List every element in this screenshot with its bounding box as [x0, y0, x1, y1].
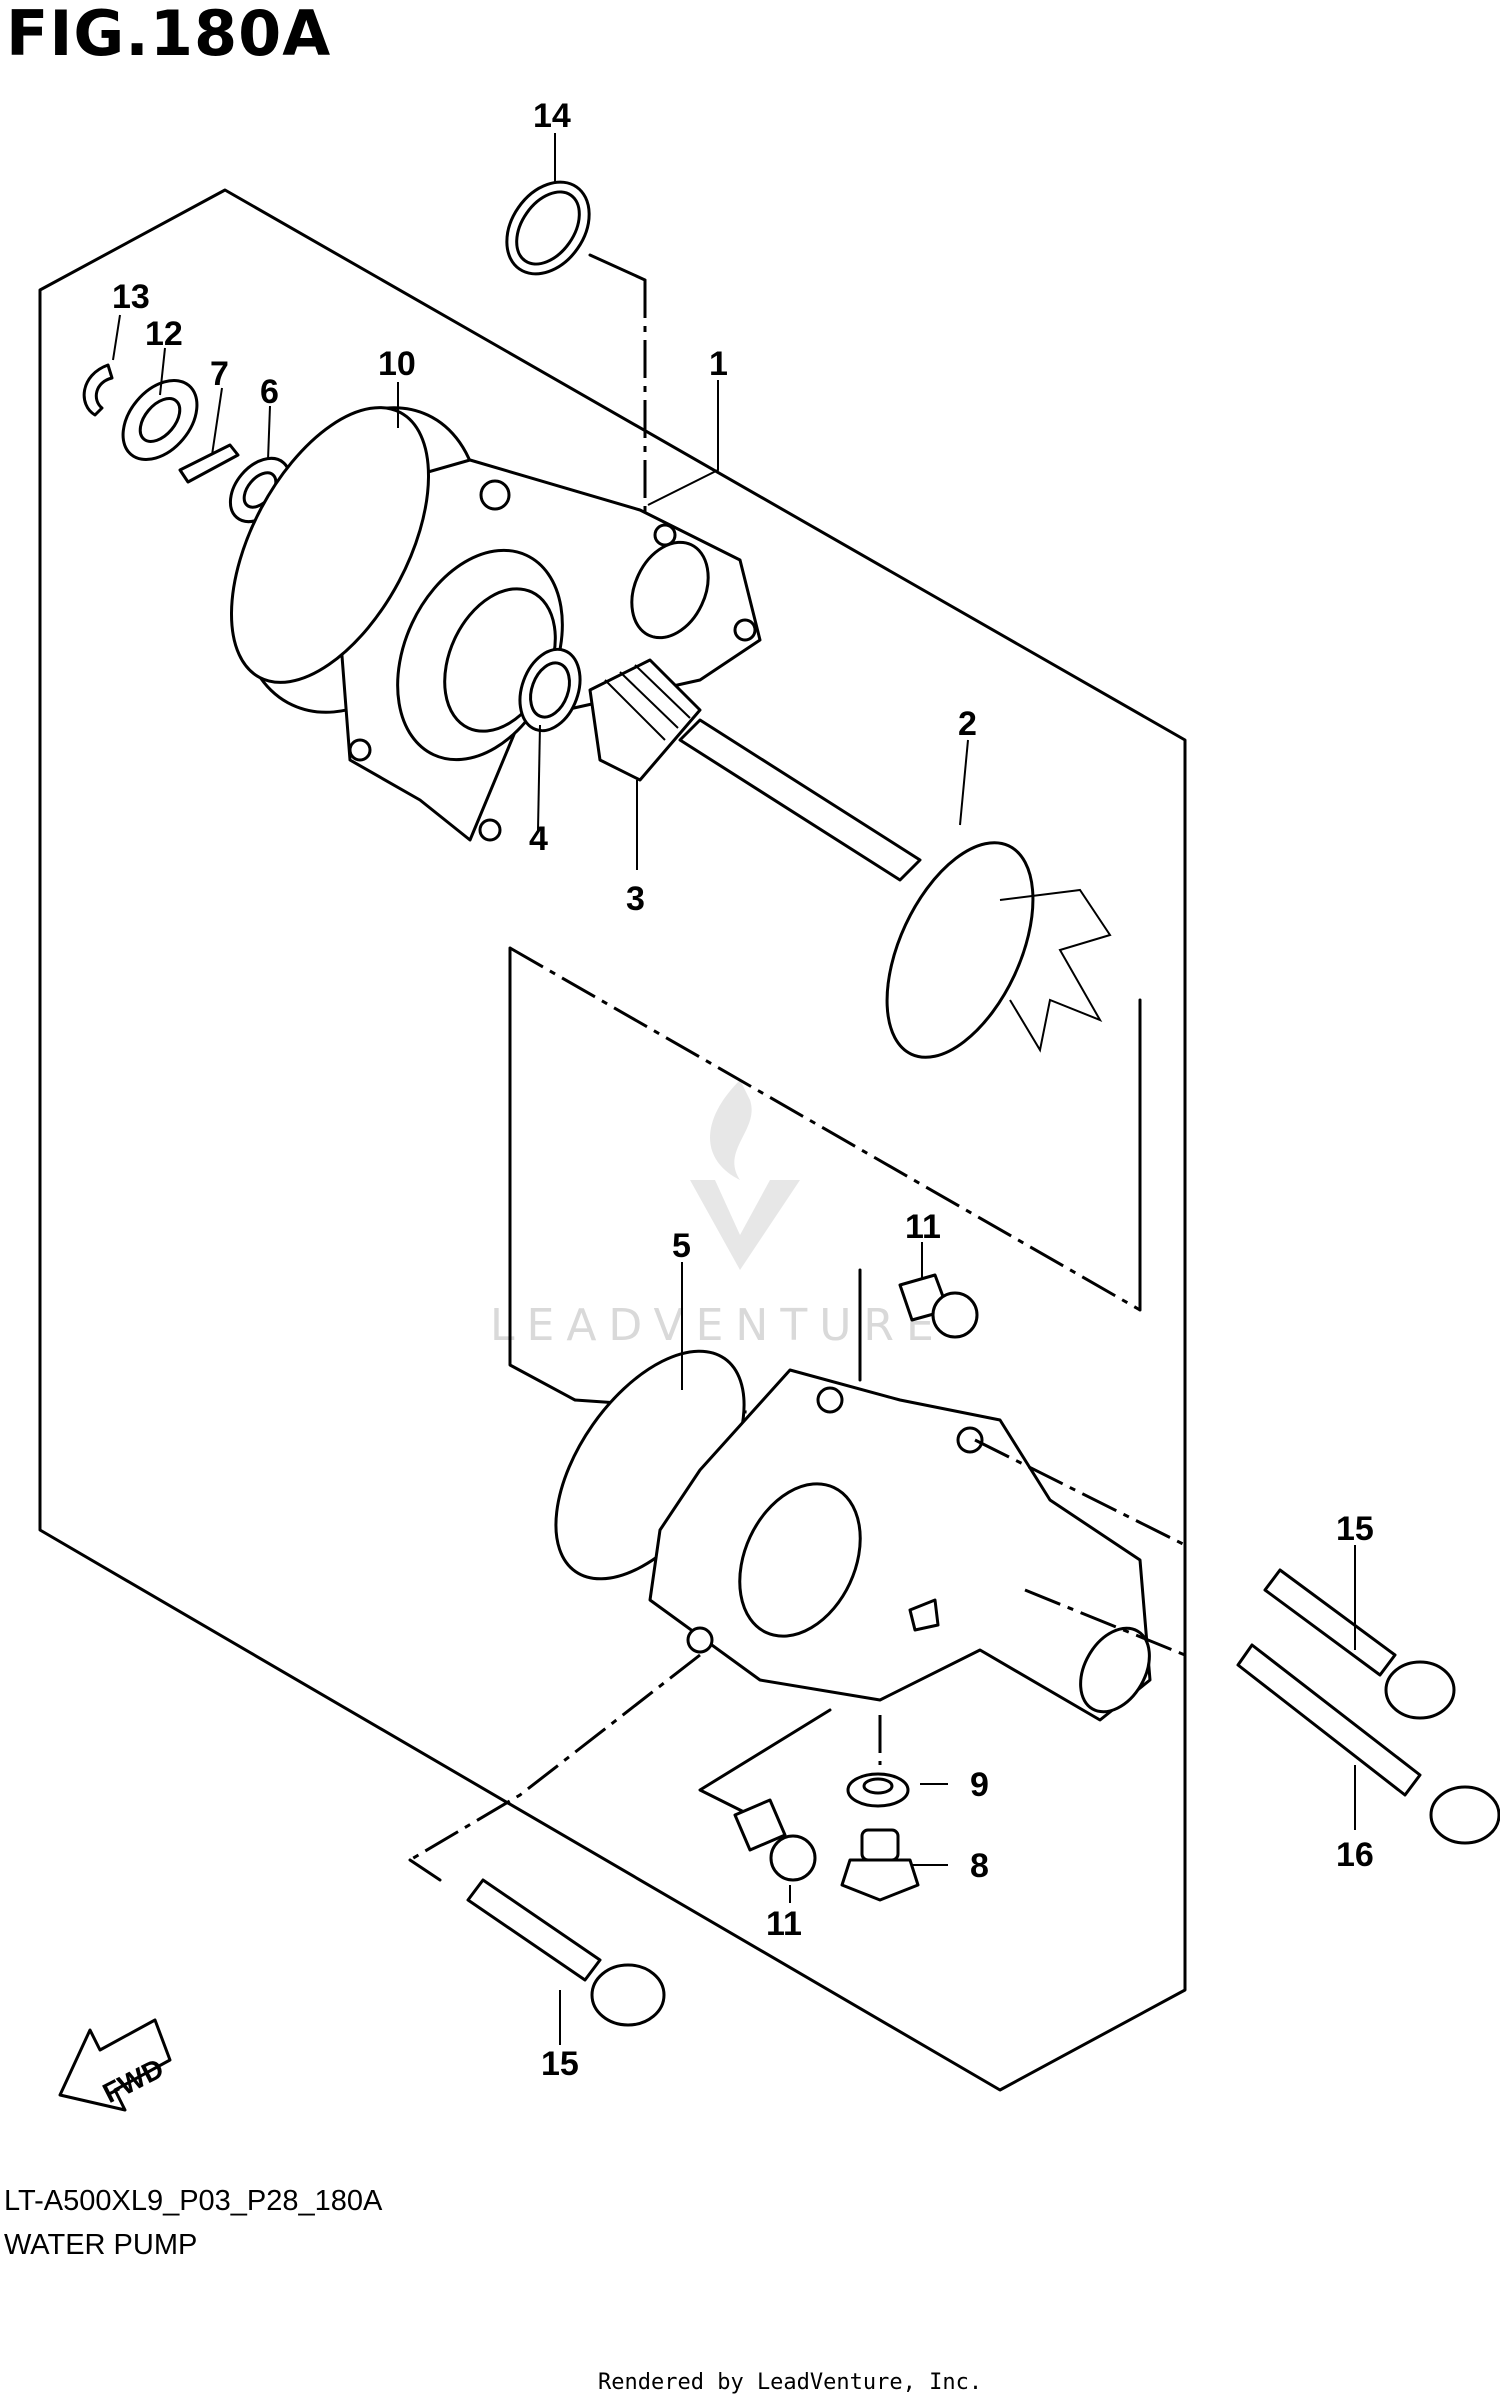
inner-outline	[508, 946, 577, 1402]
callout-2: 2	[958, 705, 977, 743]
render-credit: Rendered by LeadVenture, Inc.	[598, 2370, 983, 2395]
pump-cover-lower	[554, 1349, 1152, 1722]
dash-15b	[409, 1653, 701, 1862]
diagram-code: LT-A500XL9_P03_P28_180A	[4, 2185, 383, 2217]
callout-leaders	[112, 133, 1356, 2045]
mechanical-seal-3	[588, 658, 702, 782]
leader-15b-end	[408, 1858, 442, 1882]
plug-8	[840, 1828, 920, 1902]
impeller-2	[678, 718, 1112, 1059]
callout-14: 14	[533, 97, 571, 135]
bolt-15-upper	[1263, 1568, 1456, 1720]
callout-8: 8	[970, 1847, 989, 1885]
leader-14	[588, 253, 647, 282]
callout-11-upper: 11	[905, 1208, 941, 1246]
callout-5: 5	[672, 1227, 691, 1265]
watermark-text: LEADVENTURE	[490, 1300, 946, 1351]
circlip-13	[82, 363, 114, 417]
callout-3: 3	[626, 880, 645, 918]
callout-12: 12	[145, 315, 183, 353]
o-ring-10	[230, 406, 430, 684]
dash-15	[974, 1438, 1186, 1547]
callout-13: 13	[112, 278, 150, 316]
callout-15-upper: 15	[1336, 1510, 1374, 1548]
callout-1: 1	[709, 345, 728, 383]
leader-11b	[698, 1708, 832, 1822]
bolt-15-lower	[466, 1878, 666, 2027]
bolt-11-upper	[898, 1273, 979, 1339]
callout-10: 10	[378, 345, 416, 383]
callout-16: 16	[1336, 1836, 1374, 1874]
callout-6: 6	[260, 373, 279, 411]
washer-9	[846, 1772, 910, 1808]
callout-11-lower: 11	[766, 1905, 802, 1943]
callout-15-lower: 15	[541, 2045, 579, 2083]
figure-title: FIG.180A	[6, 0, 332, 70]
callout-4: 4	[529, 820, 548, 858]
callout-9: 9	[970, 1766, 989, 1804]
seal-ring-4	[518, 647, 582, 733]
o-ring-14	[505, 180, 591, 276]
diagram-name: WATER PUMP	[4, 2229, 198, 2261]
inner-dash-1	[509, 946, 1141, 1312]
fwd-arrow-icon	[58, 2018, 172, 2112]
dash-16	[1024, 1588, 1186, 1657]
bolt-11-lower	[733, 1798, 817, 1882]
callout-7: 7	[210, 355, 229, 393]
pin-7	[178, 443, 240, 484]
assembly-outline	[38, 188, 1187, 2092]
gear-12	[121, 379, 199, 461]
bolt-16	[1236, 1643, 1500, 1845]
leadventure-watermark-logo	[690, 1080, 800, 1270]
